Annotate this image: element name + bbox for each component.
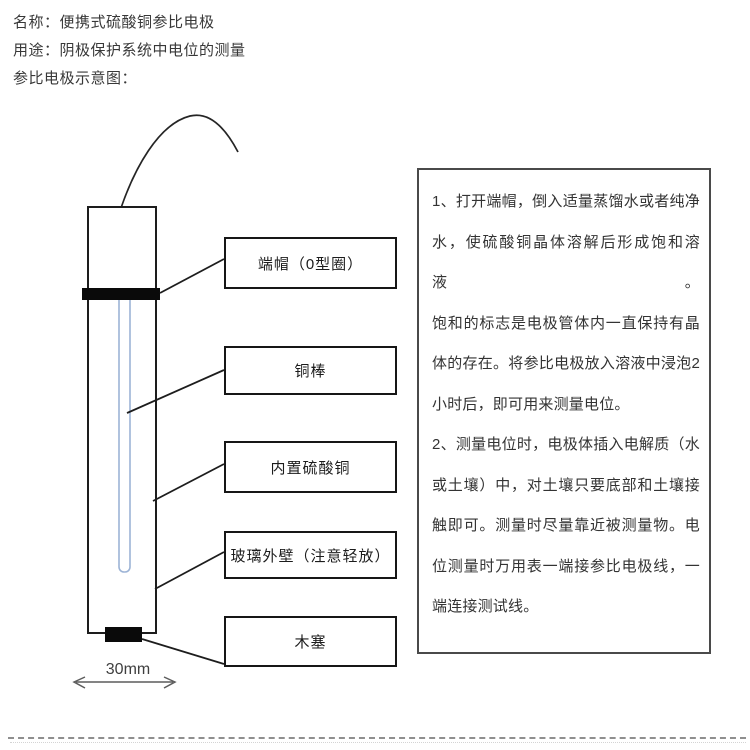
product-name-line: 名称：便携式硫酸铜参比电极 — [13, 14, 215, 31]
callout-copper-sulfate: 内置硫酸铜 — [224, 441, 397, 493]
electrode-schematic — [72, 114, 239, 689]
instruction-line: 体的存在。将参比电极放入溶液中浸泡2 — [432, 355, 700, 372]
leader-line-wooden-plug — [141, 638, 225, 665]
leader-line-end-cap — [159, 258, 225, 294]
leader-line-glass-wall — [154, 551, 225, 590]
o-ring-band — [82, 288, 160, 300]
instruction-line: 端连接测试线。 — [432, 598, 539, 615]
wooden-plug — [105, 627, 142, 642]
callout-end-cap: 端帽（0型圈） — [224, 237, 397, 289]
leader-line-copper-sulfate — [152, 463, 225, 502]
schematic-caption-line: 参比电极示意图： — [13, 70, 138, 87]
instruction-line: 触即可。测量时尽量靠近被测量物。电 — [432, 517, 700, 534]
leader-line-copper-rod — [126, 369, 225, 414]
product-usage-line: 用途：阴极保护系统中电位的测量 — [13, 42, 246, 59]
instruction-line: 位测量时万用表一端接参比电极线，一 — [432, 557, 700, 575]
callout-wooden-plug: 木塞 — [224, 616, 397, 667]
separator-dotted-line — [10, 742, 746, 743]
callout-glass-wall: 玻璃外壁（注意轻放） — [224, 531, 397, 579]
instruction-line: 水，使硫酸铜晶体溶解后形成饱和溶液。 — [432, 233, 700, 292]
copper-rod — [118, 292, 131, 573]
instruction-line: 或土壤）中，对土壤只要底部和土壤接 — [432, 476, 700, 494]
instruction-line: 2、测量电位时，电极体插入电解质（水 — [432, 436, 700, 453]
dimension-arrowhead-right — [163, 676, 177, 689]
callout-copper-rod: 铜棒 — [224, 346, 397, 395]
lead-wire — [120, 114, 239, 209]
instruction-line: 1、打开端帽，倒入适量蒸馏水或者纯净 — [432, 193, 700, 210]
instructions-box: 1、打开端帽，倒入适量蒸馏水或者纯净 水，使硫酸铜晶体溶解后形成饱和溶液。 饱和… — [417, 168, 711, 654]
separator-dashed-line — [8, 737, 746, 739]
instruction-line: 饱和的标志是电极管体内一直保持有晶 — [432, 314, 700, 332]
instruction-line: 小时后，即可用来测量电位。 — [432, 395, 630, 413]
dimension-arrowhead-left — [72, 676, 86, 689]
dimension-label: 30mm — [105, 661, 151, 678]
